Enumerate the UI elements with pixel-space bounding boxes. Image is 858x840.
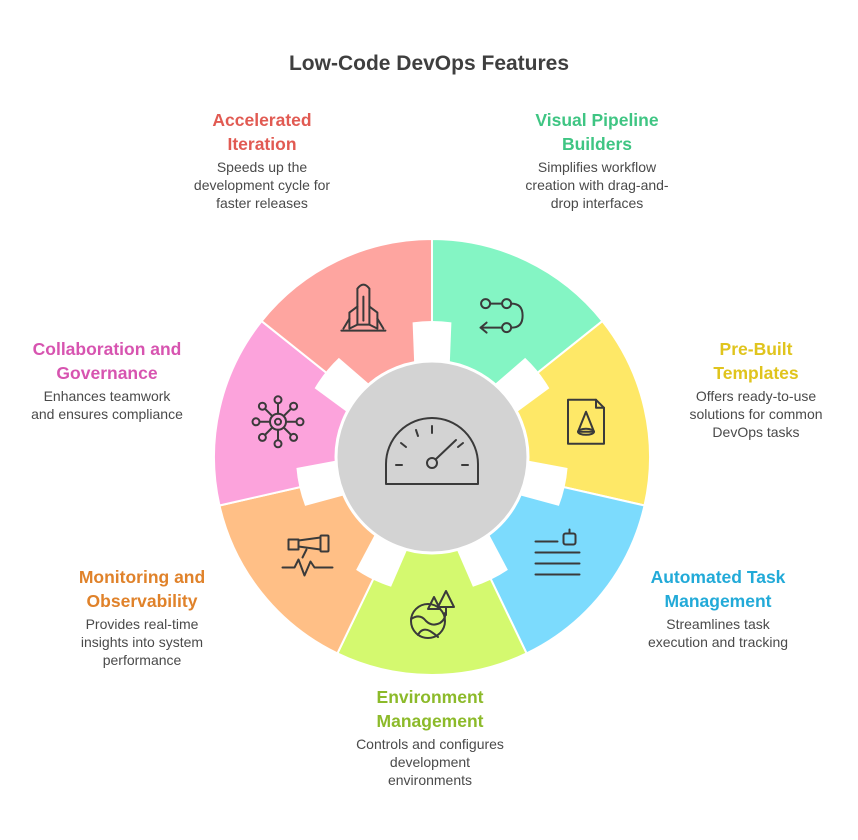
feature-description-line: drop interfaces (550, 195, 644, 211)
telescope-pulse-icon (281, 534, 334, 577)
feature-description: Streamlines task execution and tracking (623, 615, 813, 651)
segment-connector (516, 459, 568, 506)
feature-description-line: Speeds up the (216, 159, 308, 175)
speedometer-icon (385, 417, 479, 485)
feature-description-line: development cycle for (193, 177, 331, 193)
feature-description: Controls and configures development enviro… (330, 735, 530, 789)
feature-title-line: Monitoring and (78, 567, 206, 587)
network-hub-icon (251, 395, 305, 449)
feature-title-line: Builders (561, 134, 633, 154)
feature-description-line: Streamlines task (666, 616, 770, 632)
feature-description: Provides real-time insights into system pe… (47, 615, 237, 669)
segment-connector (296, 459, 348, 506)
feature-description-line: creation with drag-and- (525, 177, 669, 193)
feature-description-line: Simplifies workflow (537, 159, 657, 175)
feature-description-line: Enhances teamwork (43, 388, 171, 404)
feature-description: Simplifies workflow creation with drag-an… (497, 158, 697, 212)
feature-description-line: environments (387, 772, 473, 788)
feature-description-line: DevOps tasks (712, 424, 800, 440)
feature-description-line: insights into system (80, 634, 204, 650)
template-document-icon (567, 398, 605, 445)
feature-description-line: faster releases (216, 195, 308, 211)
workflow-icon (479, 298, 524, 334)
globe-trees-icon (410, 590, 455, 639)
feature-title-line: Environment (376, 687, 484, 707)
feature-title-line: Observability (86, 591, 198, 611)
feature-title-line: Management (376, 711, 484, 731)
page-title: Low-Code DevOps Features (288, 52, 570, 75)
feature-title-line: Pre-Built (719, 339, 793, 359)
feature-description-line: Offers ready-to-use (695, 388, 817, 404)
feature-description-line: and ensures compliance (31, 406, 183, 422)
segment-connector (412, 320, 452, 367)
robot-tasks-icon (534, 528, 581, 576)
feature-title-line: Iteration (227, 134, 297, 154)
feature-title-line: Collaboration and (32, 339, 182, 359)
feature-title-line: Governance (56, 363, 158, 383)
feature-description: Speeds up the development cycle for faster… (167, 158, 357, 212)
feature-title-line: Templates (713, 363, 799, 383)
rocket-icon (340, 283, 387, 332)
feature-description-line: solutions for common (689, 406, 823, 422)
feature-title-line: Automated Task (650, 567, 786, 587)
feature-description: Enhances teamwork and ensures compliance (12, 387, 202, 423)
feature-description-line: Controls and configures (356, 736, 504, 752)
feature-title-line: Management (664, 591, 772, 611)
feature-description-line: performance (102, 652, 182, 668)
feature-title-line: Accelerated (212, 110, 312, 130)
feature-description-line: execution and tracking (647, 634, 789, 650)
feature-title-line: Visual Pipeline (535, 110, 659, 130)
feature-description-line: Provides real-time (85, 616, 199, 632)
segment-4 (336, 454, 528, 677)
feature-description-line: development (389, 754, 471, 770)
